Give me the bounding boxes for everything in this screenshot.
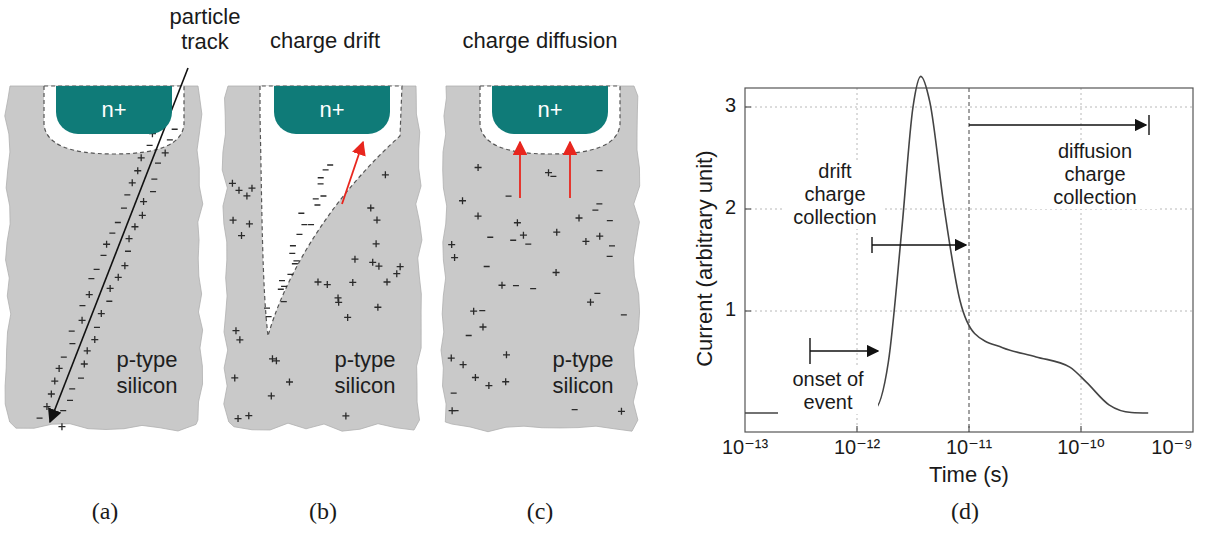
tick-label: 10⁻¹¹ [946,436,992,459]
panel-letter: (c) [527,498,554,526]
label-holder: 10⁻¹³ [710,436,780,459]
label-holder: 10⁻¹² [822,436,892,459]
label-holder: (c) [510,498,570,526]
label-holder: 2 [700,196,736,219]
n-plus-region: n+ [56,86,172,134]
grid-line [745,311,1193,312]
panel-letter: (b) [309,498,337,526]
silicon-region: p-type silicon n+ [440,86,640,432]
silicon-substrate [441,86,640,432]
label-holder: 10⁻⁹ [1140,436,1204,459]
axis-title: Current (arbitrary unit) [692,150,717,366]
tick-label: 2 [725,196,736,219]
label-holder: 3 [700,94,736,117]
silicon-region: p-type silicon n+ [4,86,204,432]
silicon-region: p-type silicon n+ [222,86,422,432]
annotation: onset of event [778,368,878,414]
tick [856,426,857,432]
n-plus-region: n+ [492,86,608,134]
silicon-substrate [222,86,422,431]
depletion-region [260,86,402,336]
label-holder: (a) [75,498,135,526]
panel-caption: charge diffusion [463,28,618,53]
grid-line [745,107,1193,108]
doping-label: n+ [101,97,126,122]
silicon-substrate [5,86,203,431]
panel-letter: (d) [951,498,979,526]
region-label: p-type silicon [94,347,200,398]
drift-arrow [342,142,363,204]
tick [745,208,751,209]
label-holder: 10⁻¹⁰ [1046,436,1116,459]
doping-label: n+ [537,97,562,122]
grid [745,88,1193,432]
boundary-line [969,88,970,432]
label-holder: 1 [700,298,736,321]
tick-label: 10⁻¹⁰ [1057,436,1104,459]
negative-charges [264,165,333,317]
tick [1080,426,1081,432]
label-holder: 10⁻¹¹ [934,436,1004,459]
axis-title: Time (s) [929,462,1009,487]
tick [745,310,751,311]
tick-label: 1 [725,298,736,321]
tick-label: 10⁻¹³ [722,436,768,459]
plot-frame [745,88,1193,432]
diffusion-end-bar [1148,115,1149,135]
drift-arrow [872,244,966,245]
diffusion-arrow [569,142,571,198]
n-plus-region: n+ [274,86,390,134]
panel-caption: charge drift [270,28,380,53]
depletion-region [44,86,184,154]
diffusion-arrow [519,142,521,198]
tick-label: 10⁻¹² [834,436,880,459]
doping-label: n+ [319,97,344,122]
label-holder: onset of event [778,368,878,414]
tick-label: 10⁻⁹ [1151,436,1192,459]
depletion-region [480,86,620,154]
tick [968,426,969,432]
tick [745,106,751,107]
current-curve [745,76,1148,413]
label-holder: particle track [155,4,255,55]
annotation: diffusion charge collection [1030,140,1160,209]
label-holder: Current (arbitrary unit) [692,109,717,409]
tick-label: 3 [725,94,736,117]
label-holder: drift charge collection [785,160,885,229]
region-label: p-type silicon [530,347,636,398]
label-holder: (b) [293,498,353,526]
label-holder: charge diffusion [430,28,650,53]
curve-layer [745,76,1148,413]
onset-arrow [810,350,878,351]
label-holder: (d) [935,498,995,526]
label-holder: diffusion charge collection [1030,140,1160,209]
region-label: p-type silicon [312,347,418,398]
label-holder: Time (s) [889,462,1049,487]
diffusion-arrow [969,124,1146,125]
panel-letter: (a) [92,498,119,526]
annotation: drift charge collection [785,160,885,229]
label-holder: charge drift [225,28,425,53]
panel-caption: particle track [155,4,255,55]
